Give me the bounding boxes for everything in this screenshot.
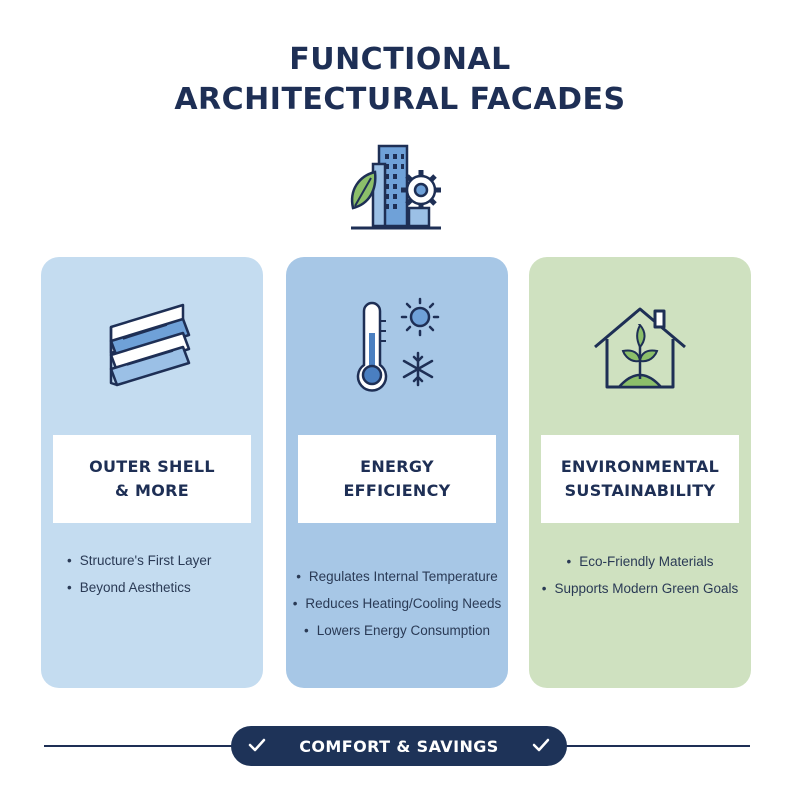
bullet-item: Lowers Energy Consumption — [286, 617, 508, 644]
bullet-item: Reduces Heating/Cooling Needs — [286, 590, 508, 617]
layered-panels-icon — [109, 303, 191, 387]
check-icon — [532, 738, 550, 752]
footer-banner: COMFORT & SAVINGS — [231, 726, 567, 766]
page-title: FUNCTIONAL ARCHITECTURAL FACADES — [174, 42, 626, 117]
card-label: ENVIRONMENTAL SUSTAINABILITY — [560, 457, 720, 500]
divider-line — [556, 745, 750, 747]
card-outer-shell: OUTER SHELL & MORE Structure's First Lay… — [41, 257, 263, 688]
card-label-box: ENVIRONMENTAL SUSTAINABILITY — [541, 435, 739, 523]
footer-label: COMFORT & SAVINGS — [299, 736, 499, 756]
bullet-item: Supports Modern Green Goals — [529, 575, 751, 602]
bullet-list: Regulates Internal Temperature Reduces H… — [286, 563, 508, 644]
card-label-box: OUTER SHELL & MORE — [53, 435, 251, 523]
bullet-item: Regulates Internal Temperature — [286, 563, 508, 590]
divider-line — [44, 745, 244, 747]
card-label-box: ENERGY EFFICIENCY — [298, 435, 496, 523]
card-energy-efficiency: ENERGY EFFICIENCY Regulates Internal Tem… — [286, 257, 508, 688]
card-environmental-sustainability: ENVIRONMENTAL SUSTAINABILITY Eco-Friendl… — [529, 257, 751, 688]
bullet-list: Eco-Friendly Materials Supports Modern G… — [529, 548, 751, 602]
bullet-item: Eco-Friendly Materials — [529, 548, 751, 575]
check-icon — [248, 738, 266, 752]
bullet-list: Structure's First Layer Beyond Aesthetic… — [41, 547, 289, 601]
bullet-item: Structure's First Layer — [67, 547, 289, 574]
house-with-plant-icon — [594, 307, 686, 389]
thermometer-sun-snowflake-icon — [356, 297, 440, 392]
building-with-leaf-and-gear-icon — [350, 144, 441, 230]
card-label: ENERGY EFFICIENCY — [343, 457, 451, 500]
bullet-item: Beyond Aesthetics — [67, 574, 289, 601]
card-label: OUTER SHELL & MORE — [89, 457, 215, 500]
